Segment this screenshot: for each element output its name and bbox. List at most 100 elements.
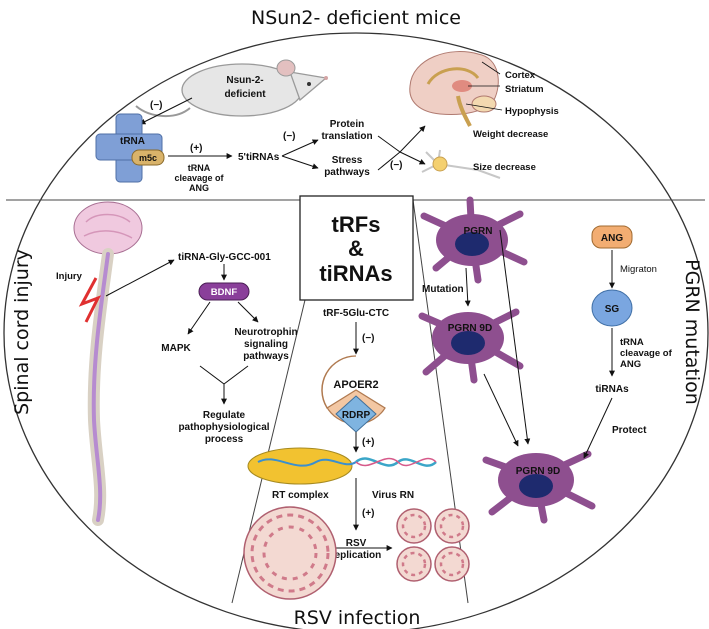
title-left: Spinal cord injury bbox=[11, 249, 33, 415]
trna-label: tRNA bbox=[120, 136, 145, 147]
tirnas-label: 5'tiRNAs bbox=[238, 152, 280, 163]
plus-rdrp: (+) bbox=[362, 437, 375, 448]
trna-shape bbox=[95, 113, 163, 183]
center-box bbox=[299, 195, 414, 301]
plus-rt: (+) bbox=[362, 508, 375, 519]
line-hypophysis bbox=[465, 103, 503, 111]
neuron-pgrn-9d-b bbox=[482, 450, 596, 524]
pgrn-cl3: ANG bbox=[620, 359, 641, 370]
migration-label: Migraton bbox=[620, 264, 657, 275]
ang-label: ANG bbox=[601, 233, 623, 244]
trf-label: tRF-5Glu-CTC bbox=[323, 308, 389, 319]
cleavage-line3: ANG bbox=[189, 183, 209, 193]
arrow-bdnf-neuro bbox=[237, 301, 259, 323]
pgrn9d-a-label: PGRN 9D bbox=[448, 323, 492, 334]
arrow-to-brain bbox=[399, 125, 426, 153]
cleavage-line2: cleavage of bbox=[174, 173, 224, 183]
arrow-pgrn-9d bbox=[464, 267, 471, 307]
stress-line2: pathways bbox=[324, 167, 370, 178]
arrow-to-neuron bbox=[399, 151, 426, 165]
stress-line1: Stress bbox=[332, 155, 363, 166]
rt-label: RT complex bbox=[272, 490, 329, 501]
tirna-gly-label: tiRNA-Gly-GCC-001 bbox=[178, 252, 271, 263]
cleavage-line1: tRNA bbox=[188, 163, 211, 173]
rep-line1: RSV bbox=[346, 538, 367, 549]
striatum-label: Striatum bbox=[505, 84, 544, 95]
virus-rna-helix-2 bbox=[355, 457, 437, 467]
pgrn-section: PGRN Mutation PGRN 9D PGRN 9D ANG Migrat… bbox=[418, 196, 673, 524]
merge-top bbox=[377, 135, 401, 153]
rep-line2: replication bbox=[331, 550, 382, 561]
cortex-label: Cortex bbox=[505, 70, 536, 81]
mutation-label: Mutation bbox=[422, 284, 464, 295]
minus-mouse-trna: (−) bbox=[150, 100, 163, 111]
pgrn-label: PGRN bbox=[464, 226, 493, 237]
arrow-spine-tirna bbox=[105, 259, 175, 297]
mouse-label-line1: Nsun-2- bbox=[226, 75, 263, 86]
hypophysis-label: Hypophysis bbox=[505, 106, 559, 117]
ang-badge bbox=[591, 225, 633, 249]
minus-merge: (−) bbox=[390, 160, 403, 171]
line-cortex bbox=[481, 61, 501, 75]
neuron-pgrn bbox=[420, 196, 528, 284]
nsun2-section: Nsun-2- deficient (−) tRNA m5c (+) tRNA … bbox=[95, 51, 559, 193]
protein-line2: translation bbox=[321, 131, 372, 142]
sg-label: SG bbox=[605, 304, 620, 315]
merge-bottom bbox=[377, 151, 401, 171]
title-right: PGRN mutation bbox=[681, 259, 703, 405]
merge-neuro bbox=[223, 365, 249, 385]
pgrn-cl2: cleavage of bbox=[620, 348, 673, 359]
arrow-bdnf-mapk bbox=[187, 301, 211, 335]
pgrn-tirnas: tiRNAs bbox=[595, 384, 629, 395]
sg-shape bbox=[591, 289, 633, 327]
neuro-line2: signaling bbox=[244, 339, 288, 350]
merge-mapk bbox=[199, 365, 225, 385]
rsv-section: tRF-5Glu-CTC (−) APOER2 RDRP (+) RT comp… bbox=[243, 308, 470, 600]
minus-fork: (−) bbox=[283, 131, 296, 142]
protect-label: Protect bbox=[612, 425, 647, 436]
sci-section: Injury tiRNA-Gly-GCC-001 BDNF MAPK Neuro… bbox=[56, 201, 298, 526]
pgrn9d-b-label: PGRN 9D bbox=[516, 466, 560, 477]
injury-label: Injury bbox=[56, 271, 83, 282]
bdnf-label: BDNF bbox=[211, 287, 238, 298]
brain-illustration bbox=[409, 51, 499, 127]
reg-line3: process bbox=[205, 434, 244, 445]
reg-line2: pathophysiological bbox=[178, 422, 269, 433]
outer-circle bbox=[3, 32, 709, 629]
title-bottom: RSV infection bbox=[294, 607, 421, 629]
small-neuron-illustration bbox=[421, 149, 501, 179]
large-virus-illustration bbox=[243, 506, 337, 600]
arrow-to-stress bbox=[281, 155, 319, 170]
reg-line1: Regulate bbox=[203, 410, 246, 421]
arrow-pgrn-to-9d bbox=[499, 229, 531, 445]
small-viruses-illustration bbox=[396, 508, 470, 582]
m5c-badge bbox=[131, 149, 165, 166]
apoer2-label: APOER2 bbox=[333, 379, 378, 391]
protein-line1: Protein bbox=[330, 119, 364, 130]
size-label: Size decrease bbox=[473, 162, 536, 173]
rdrp-label: RDRP bbox=[342, 410, 371, 421]
mapk-label: MAPK bbox=[161, 343, 191, 354]
center-trfs: tRFs bbox=[332, 212, 381, 237]
mouse-illustration bbox=[135, 59, 328, 117]
m5c-label: m5c bbox=[139, 153, 157, 163]
bdnf-badge bbox=[198, 282, 250, 301]
virus-label: Virus RN bbox=[372, 490, 414, 501]
rt-helix bbox=[257, 458, 357, 467]
arrow-mouse-trna bbox=[139, 97, 193, 125]
weight-label: Weight decrease bbox=[473, 129, 548, 140]
arrow-tirnas-protect bbox=[583, 397, 613, 459]
spine-illustration bbox=[73, 201, 143, 526]
center-amp: & bbox=[348, 236, 364, 261]
neuron-pgrn-9d-a bbox=[418, 308, 524, 384]
minus-trf: (−) bbox=[362, 333, 375, 344]
neuro-line1: Neurotrophin bbox=[234, 327, 297, 338]
plus-trna-tirnas: (+) bbox=[190, 143, 203, 154]
arrow-9d-to-9d bbox=[483, 373, 519, 447]
mouse-label-line2: deficient bbox=[224, 89, 266, 100]
pgrn-cl1: tRNA bbox=[620, 337, 644, 348]
title-top: NSun2- deficient mice bbox=[251, 7, 461, 29]
arrow-to-protein bbox=[281, 139, 319, 157]
center-tirnas: tiRNAs bbox=[319, 261, 392, 286]
